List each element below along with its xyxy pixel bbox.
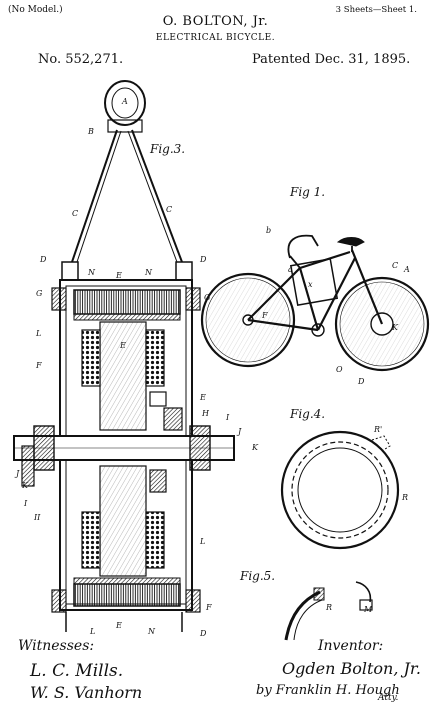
label-e3: E xyxy=(199,393,206,402)
fig5-detail xyxy=(284,581,373,641)
label-k2: K xyxy=(21,481,29,490)
battery-box xyxy=(289,257,339,307)
belt-right xyxy=(131,129,183,263)
armature-core-lower xyxy=(99,465,147,577)
label-d2: D xyxy=(199,255,207,264)
label-l: L xyxy=(35,329,41,338)
sheet-note: 3 Sheets—Sheet 1. xyxy=(335,5,417,15)
label-f2: F xyxy=(205,603,212,612)
model-note: (No Model.) xyxy=(8,5,63,15)
witness-2-signature: W. S. Vanhorn xyxy=(30,683,142,702)
belt-left xyxy=(71,129,118,263)
fig1-labels: b a x C A F K O D xyxy=(261,226,410,386)
fig5-title: Fig.5. xyxy=(239,569,275,583)
label-l2: L xyxy=(199,537,205,546)
fig1-title: Fig 1. xyxy=(289,185,325,199)
label-n: N xyxy=(87,268,96,277)
rear-wheel xyxy=(200,272,296,368)
bike-label-k: K xyxy=(391,323,399,332)
patent-title: ELECTRICAL BICYCLE. xyxy=(155,33,276,43)
label-i: I xyxy=(225,413,230,422)
bike-label-x: x xyxy=(308,280,313,289)
bike-label-a: a xyxy=(288,265,293,274)
ring-label-r-prime: R' xyxy=(373,425,382,434)
label-n2: N xyxy=(144,268,153,277)
label-n3: N xyxy=(147,627,156,636)
inventor-label: Inventor: xyxy=(317,638,383,654)
attorney-suffix: Atty. xyxy=(377,693,398,702)
ring-label-r: R xyxy=(401,493,408,502)
bike-label-f: F xyxy=(261,311,268,320)
label-d3: D xyxy=(199,629,207,638)
inventor-name: O. BOLTON, Jr. xyxy=(162,14,269,29)
label-l3: L xyxy=(89,627,95,636)
fig4-ring xyxy=(280,430,400,550)
label-e: E xyxy=(115,271,122,280)
bike-label-d: D xyxy=(357,377,365,386)
label-a: A xyxy=(121,97,128,106)
patent-date: Patented Dec. 31, 1895. xyxy=(252,52,411,67)
fig5-label-m: M xyxy=(363,605,373,614)
coil-upper-right xyxy=(145,329,165,387)
front-wheel xyxy=(334,276,430,372)
label-d: D xyxy=(39,255,47,264)
label-c2: C xyxy=(166,205,172,214)
label-e-bottom: E xyxy=(115,621,122,630)
witness-1-signature: L. C. Mills. xyxy=(29,661,123,681)
witnesses-label: Witnesses: xyxy=(18,638,94,654)
label-k: K xyxy=(251,443,259,452)
fig3-motor-section xyxy=(13,80,235,632)
label-h: H xyxy=(201,409,210,418)
coil-lower-right xyxy=(145,511,165,569)
armature-core-upper xyxy=(99,321,147,431)
label-j2: J xyxy=(14,469,20,478)
fig5-label-r: R xyxy=(325,603,332,612)
label-e-prime: E xyxy=(119,341,126,350)
fig1-bicycle xyxy=(200,234,430,372)
pulley-a xyxy=(104,80,146,126)
signatures: Witnesses: L. C. Mills. W. S. Vanhorn In… xyxy=(18,638,421,702)
fig3-labels: A B C C D D N N E G G L E F E H I J K J … xyxy=(14,97,259,638)
coil-upper-left xyxy=(81,329,101,387)
label-f: F xyxy=(35,361,42,370)
bike-label-a2: A xyxy=(403,265,410,274)
fig3-title: Fig.3. xyxy=(149,142,185,156)
label-c: C xyxy=(72,209,78,218)
bike-label-c: C xyxy=(392,261,398,270)
coil-lower-left xyxy=(81,511,101,569)
inventor-signature: Ogden Bolton, Jr. xyxy=(282,659,421,678)
bike-label-b: b xyxy=(266,226,271,235)
label-g: G xyxy=(36,289,43,298)
label-j: J xyxy=(236,427,242,436)
label-b: B xyxy=(87,127,94,136)
patent-number: No. 552,271. xyxy=(38,52,124,67)
bike-label-o: O xyxy=(336,365,343,374)
label-ii: II xyxy=(33,513,41,522)
attorney-signature: by Franklin H. Hough xyxy=(256,683,400,698)
fig4-title: Fig.4. xyxy=(289,407,325,421)
label-i2: I xyxy=(23,499,28,508)
